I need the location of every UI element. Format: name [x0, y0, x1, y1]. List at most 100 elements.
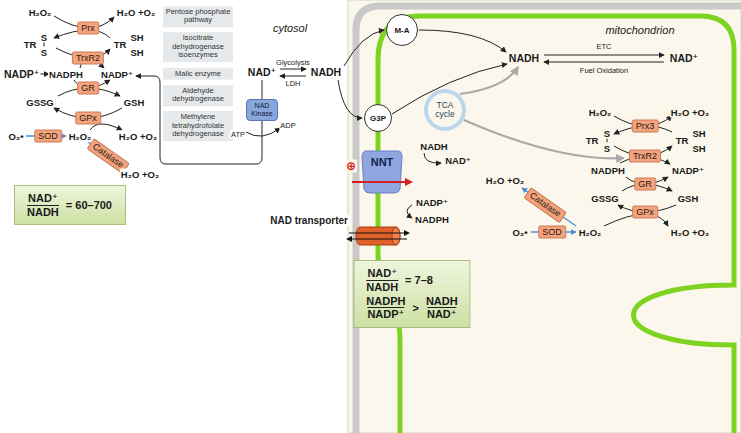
metabolite-label: H₂O +O₂: [670, 227, 710, 238]
node-text: GPx: [79, 113, 97, 124]
pathway-box: Malic enzyme: [163, 67, 233, 80]
enzyme-box: Prx: [77, 22, 99, 35]
node-text: NAD transporter: [269, 215, 349, 226]
inner-membrane: [378, 16, 734, 433]
reaction-arrow: [136, 76, 262, 164]
metabolite-label: H₂O +O₂: [485, 175, 525, 186]
metabolite-label: NADP⁺: [415, 197, 449, 208]
enzyme-box: Prx3: [632, 120, 659, 133]
shuttle-circle: G3P: [364, 104, 392, 132]
metabolite-label: GSSG: [25, 97, 54, 108]
metabolite-label: H₂O +O₂: [116, 7, 156, 18]
node-text: NADH: [366, 280, 398, 293]
reaction-arrow: [419, 30, 506, 52]
metabolite-label: NADP⁺: [100, 69, 134, 80]
process-label: Glycolysis: [275, 58, 311, 67]
node-text: Pentose phosphate pathway: [164, 8, 232, 25]
metabolite-label: NADH: [419, 141, 448, 152]
enzyme-box: SOD: [538, 226, 566, 239]
metabolite-label: TR: [585, 135, 600, 146]
charge-symbol: ⊕: [345, 160, 357, 173]
node-text: NADH: [27, 205, 59, 218]
fraction: NADHNAD⁺: [426, 295, 458, 321]
metabolite-label: TR: [23, 39, 38, 50]
ratio-box: NAD⁺NADH= 60–700: [14, 185, 126, 225]
metabolite-label: H₂O₂: [578, 227, 603, 238]
node-text: M-A: [394, 26, 409, 35]
process-label: LDH: [284, 79, 301, 88]
reaction-arrow: [460, 67, 518, 94]
ratio-row: NAD⁺NADH = 7–8: [363, 267, 460, 293]
kinase-box: NAD Kinase: [246, 99, 278, 121]
node-text: SOD: [38, 131, 58, 142]
metabolite-label: TR: [113, 39, 128, 50]
node-text: TCA cycle: [428, 101, 462, 119]
cylinder-end: [392, 227, 400, 245]
node-text: Catalase: [527, 190, 562, 219]
fraction: NAD⁺NADH: [27, 192, 59, 218]
ratio-box: NAD⁺NADH= 7–8NADPHNADP⁺>NADHNAD⁺: [353, 260, 470, 328]
node-text: NNT: [360, 156, 404, 168]
reaction-arrow: [544, 62, 664, 63]
enzyme-box: GPx: [75, 112, 101, 125]
metabolite-label: H₂O +O₂: [118, 131, 158, 142]
metabolite-label: NADH: [310, 66, 342, 78]
reaction-arrow: [344, 30, 384, 66]
reaction-arrow: [424, 153, 441, 163]
transporter-cylinder: NAD transporter: [355, 226, 401, 246]
metabolite-label: NADP⁺: [3, 68, 40, 80]
reaction-arrow: [338, 80, 362, 118]
metabolite-label: S: [40, 32, 48, 43]
metabolite-label: NADH: [508, 52, 540, 64]
process-label: ADP: [279, 121, 296, 130]
metabolite-label: GSH: [677, 193, 700, 204]
metabolite-label: SH: [691, 128, 706, 139]
reaction-arrow: [407, 205, 412, 218]
transhydrogenase-shape: NNT: [360, 149, 404, 195]
mitochondrion-region: mitochondrionM-AG3PTCA cycleNNTNAD trans…: [348, 0, 741, 433]
metabolite-label: H₂O₂: [68, 131, 93, 142]
metabolite-label: H₂O +O₂: [670, 107, 710, 118]
metabolite-label: O₂•: [512, 227, 529, 238]
node-text: G3P: [370, 114, 386, 123]
metabolite-label: TR: [675, 135, 690, 146]
reaction-arrow: [280, 76, 306, 77]
node-text: GPx: [636, 207, 654, 218]
node-text: NAD⁺: [28, 192, 58, 205]
node-text: Methylene tetrahydrofolate dehydrogenase: [164, 113, 232, 139]
reaction-arrow: [90, 124, 122, 130]
proton-arrow: [352, 181, 406, 183]
metabolite-label: NADPH: [590, 165, 626, 176]
node-text: Aldehyde dehydrogenase: [164, 87, 232, 104]
metabolite-label: GSH: [123, 97, 146, 108]
metabolite-label: SH: [129, 47, 144, 58]
shuttle-circle: M-A: [386, 14, 418, 46]
node-text: NAD⁺: [367, 267, 397, 280]
pathway-box: Isocitrate dehydrogenase isoenzymes: [163, 32, 233, 62]
reaction-arrow: [246, 128, 280, 136]
reaction-arrow: [544, 55, 664, 56]
pathway-box: Aldehyde dehydrogenase: [163, 85, 233, 106]
transport-arrow: [349, 233, 407, 239]
node-text: NAD⁺: [427, 307, 457, 321]
metabolite-label: H₂O₂: [28, 7, 53, 18]
metabolite-label: NAD⁺: [444, 155, 472, 166]
process-label: ATP: [230, 130, 246, 139]
arrowhead: [405, 178, 413, 186]
process-label: ETC: [596, 42, 613, 51]
enzyme-box: SOD: [34, 130, 62, 143]
node-text: NADH: [426, 295, 458, 307]
cylinder-body: [356, 227, 400, 245]
node-text: = 7–8: [405, 274, 433, 286]
node-text: NADP⁺: [367, 307, 404, 321]
metabolite-label: S: [40, 47, 48, 58]
mitochondrion-ground: [348, 0, 741, 433]
metabolite-label: NAD⁺: [247, 66, 277, 78]
process-label: Fuel Oxidation: [579, 66, 629, 75]
enzyme-box: GR: [634, 178, 656, 191]
metabolite-label: H₂O₂: [588, 107, 613, 118]
metabolite-label: NADPH: [48, 69, 84, 80]
node-text: Prx3: [636, 121, 655, 132]
enzyme-box: GR: [77, 82, 99, 95]
